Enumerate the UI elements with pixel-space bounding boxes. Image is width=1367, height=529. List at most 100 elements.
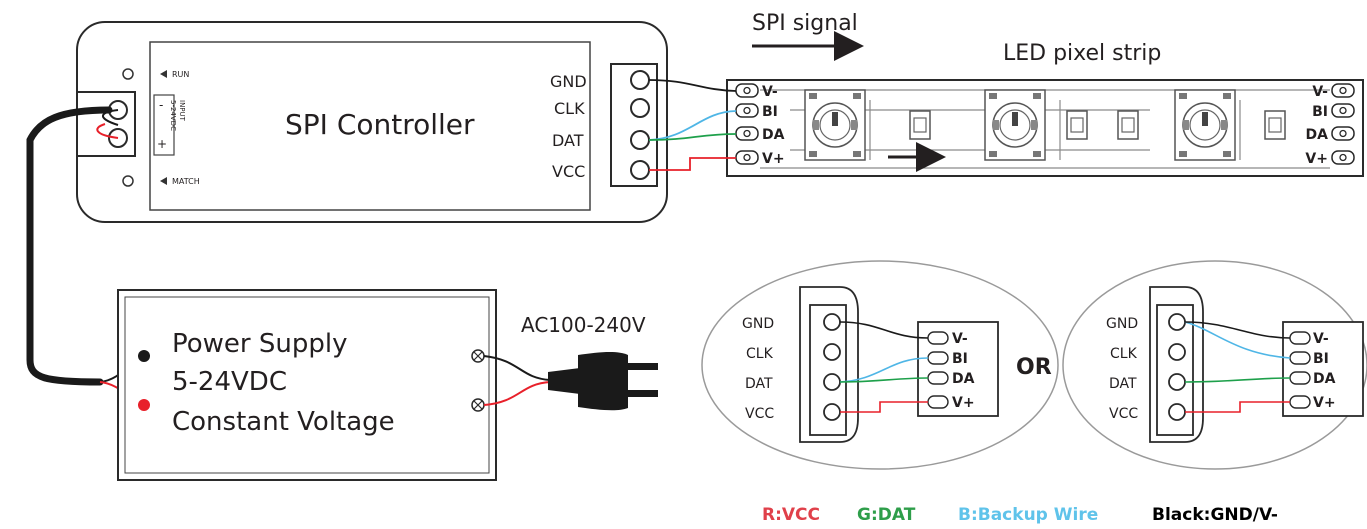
variant-a-pad-vplus: V+ bbox=[952, 395, 975, 411]
pad-hole-icon bbox=[743, 129, 751, 138]
pad-label-da: DA bbox=[762, 127, 785, 143]
strip-right-pads: V- BI DA V+ bbox=[1305, 83, 1355, 167]
pad-icon bbox=[1289, 371, 1311, 385]
match-led-icon bbox=[122, 175, 134, 187]
led-chip-icon bbox=[804, 89, 866, 161]
ps-line-3: Constant Voltage bbox=[172, 407, 395, 437]
legend-green: G:DAT bbox=[857, 505, 916, 525]
pad-hole-icon bbox=[743, 86, 751, 95]
screw-icon bbox=[1168, 313, 1186, 331]
screw-icon bbox=[823, 313, 841, 331]
screw-icon bbox=[823, 373, 841, 391]
pad-label-vminus: V- bbox=[1312, 84, 1328, 100]
pad-icon bbox=[927, 331, 949, 345]
terminal-gnd-screw-icon bbox=[630, 70, 650, 90]
match-label: MATCH bbox=[172, 177, 200, 186]
controller-title: SPI Controller bbox=[285, 108, 475, 141]
ps-line-1: Power Supply bbox=[172, 329, 347, 359]
legend-red: R:VCC bbox=[762, 505, 820, 525]
terminal-dat-screw-icon bbox=[630, 130, 650, 150]
pad-label-vplus: V+ bbox=[1305, 151, 1328, 167]
run-led-icon bbox=[122, 68, 134, 80]
pad-icon bbox=[1289, 351, 1311, 365]
led-strip-label: LED pixel strip bbox=[1003, 41, 1161, 66]
pad-icon bbox=[927, 395, 949, 409]
variant-a-oval bbox=[701, 260, 1059, 470]
legend-blue: B:Backup Wire bbox=[958, 505, 1098, 525]
input-terminal-block bbox=[76, 91, 136, 157]
screw-icon bbox=[823, 343, 841, 361]
resistor-icon bbox=[1117, 110, 1139, 140]
pad-hole-icon bbox=[1339, 153, 1347, 162]
resistor-icon bbox=[909, 110, 931, 140]
variant-b-label-clk: CLK bbox=[1110, 346, 1138, 362]
pad-icon bbox=[1289, 331, 1311, 345]
power-supply-box bbox=[117, 289, 497, 481]
pad-label-bi: BI bbox=[762, 104, 778, 120]
pad-label-vminus: V- bbox=[762, 84, 778, 100]
variant-a-label-vcc: VCC bbox=[745, 406, 774, 422]
mains-plug-icon bbox=[548, 351, 658, 411]
terminal-label-clk: CLK bbox=[554, 99, 585, 118]
pad-label-vplus: V+ bbox=[762, 151, 785, 167]
variant-a-label-dat: DAT bbox=[745, 376, 773, 392]
led-chip-icon bbox=[984, 89, 1046, 161]
input-plus-label: + bbox=[157, 137, 167, 151]
terminal-label-gnd: GND bbox=[550, 72, 587, 91]
terminal-label-vcc: VCC bbox=[552, 162, 585, 181]
or-label: OR bbox=[1016, 355, 1052, 380]
input-voltage-label: INPUT5-24VDC bbox=[169, 100, 186, 131]
pad-icon bbox=[927, 351, 949, 365]
strip-left-pads: V- BI DA V+ bbox=[735, 83, 785, 167]
variant-b-oval bbox=[1062, 260, 1367, 470]
pad-hole-icon bbox=[1339, 86, 1347, 95]
controller-label-panel bbox=[149, 41, 591, 211]
terminal-vcc-screw-icon bbox=[630, 160, 650, 180]
resistor-icon bbox=[1264, 110, 1286, 140]
variant-b-label-dat: DAT bbox=[1109, 376, 1137, 392]
pad-hole-icon bbox=[1339, 106, 1347, 115]
variant-a-pad-vminus: V- bbox=[952, 331, 968, 347]
variant-b-label-gnd: GND bbox=[1106, 316, 1138, 332]
input-label-line: 5-24VDC bbox=[169, 100, 177, 131]
spi-controller: SPI Controller RUN MATCH - + INPUT5-24VD… bbox=[76, 21, 668, 223]
variant-a-pad-bi: BI bbox=[952, 351, 968, 367]
variant-b-label-vcc: VCC bbox=[1109, 406, 1138, 422]
led-strip: V- BI DA V+ V- BI DA V+ bbox=[726, 79, 1364, 177]
power-supply-inner-frame bbox=[124, 296, 490, 474]
pad-label-da: DA bbox=[1306, 127, 1329, 143]
spi-signal-label: SPI signal bbox=[752, 11, 858, 36]
variant-a-label-gnd: GND bbox=[742, 316, 774, 332]
variant-b-pad-vminus: V- bbox=[1313, 331, 1329, 347]
screw-icon bbox=[1168, 373, 1186, 391]
mains-voltage-label: AC100-240V bbox=[521, 313, 646, 337]
ps-positive-terminal-icon bbox=[138, 399, 150, 411]
wiring-variant-b: GND CLK DAT VCC V- BI DA V+ bbox=[1062, 260, 1367, 470]
power-supply: Power Supply 5-24VDC Constant Voltage bbox=[117, 289, 497, 481]
ps-negative-terminal-icon bbox=[138, 350, 150, 362]
led-chip-icon bbox=[1174, 89, 1236, 161]
wire-color-legend: R:VCC G:DAT B:Backup Wire Black:GND/V- bbox=[762, 505, 1278, 525]
pad-icon bbox=[1289, 395, 1311, 409]
match-pointer-icon bbox=[160, 177, 167, 185]
mains-cable bbox=[483, 355, 551, 406]
variant-a-pad-da: DA bbox=[952, 371, 975, 387]
wiring-variant-a: GND CLK DAT VCC V- BI DA V+ bbox=[701, 260, 1059, 470]
terminal-label-dat: DAT bbox=[552, 131, 584, 150]
variant-b-pad-vplus: V+ bbox=[1313, 395, 1336, 411]
screw-icon bbox=[1168, 403, 1186, 421]
screw-icon bbox=[823, 403, 841, 421]
resistor-icon bbox=[1066, 110, 1088, 140]
variant-b-pad-bi: BI bbox=[1313, 351, 1329, 367]
pad-hole-icon bbox=[743, 106, 751, 115]
variant-b-pad-da: DA bbox=[1313, 371, 1336, 387]
run-pointer-icon bbox=[160, 70, 167, 78]
input-label-line: INPUT bbox=[178, 100, 186, 122]
input-polarity-box bbox=[153, 94, 175, 156]
input-minus-label: - bbox=[159, 98, 163, 112]
legend-black: Black:GND/V- bbox=[1152, 505, 1278, 525]
ps-line-2: 5-24VDC bbox=[172, 367, 287, 397]
pad-icon bbox=[927, 371, 949, 385]
pad-hole-icon bbox=[743, 153, 751, 162]
